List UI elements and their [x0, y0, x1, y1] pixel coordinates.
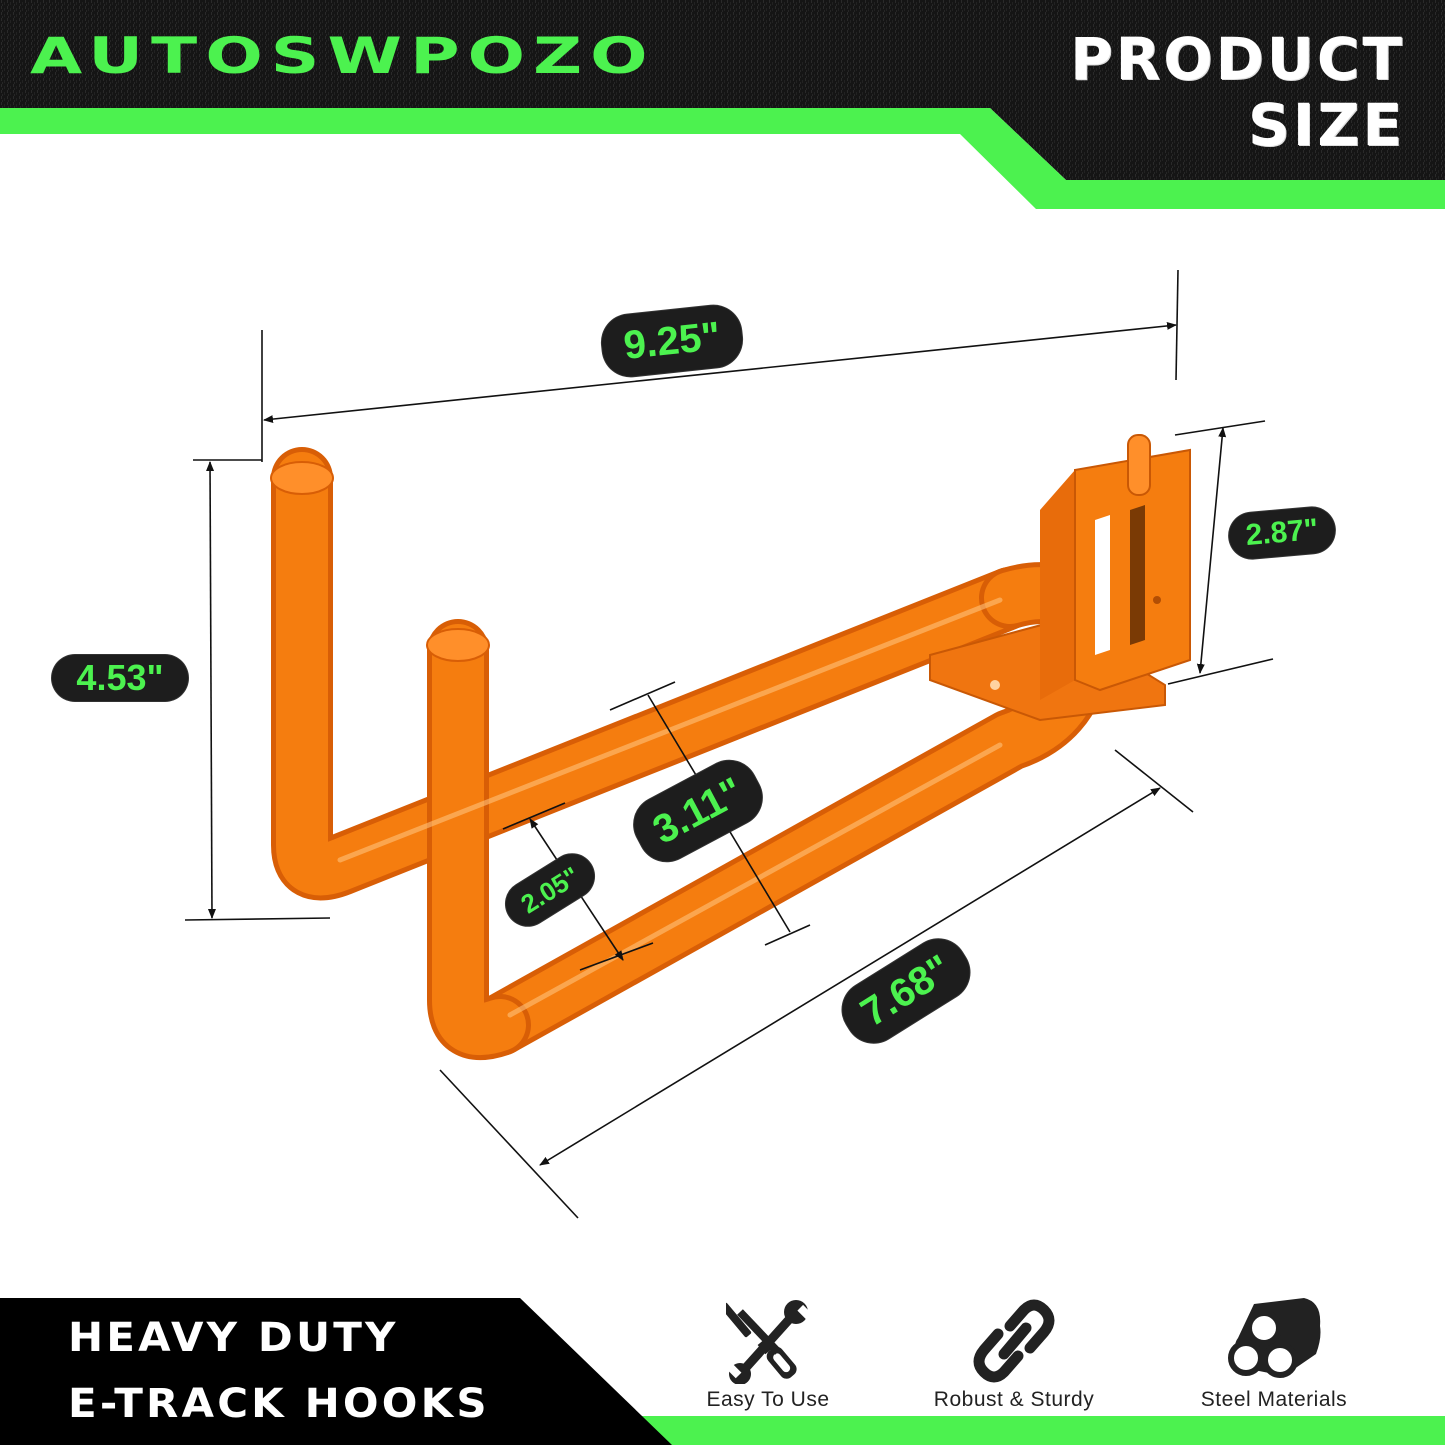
feature-easy-to-use: Easy To Use: [668, 1296, 868, 1412]
hook-body: [271, 447, 1113, 1060]
title-line-2: SIZE: [1247, 91, 1405, 159]
feature-label: Steel Materials: [1200, 1388, 1348, 1411]
brand-logo: AUTOSWPOZO: [30, 27, 656, 85]
footer-headline-panel: [0, 1298, 672, 1445]
footer-headline-line-2: E-TRACK HOOKS: [68, 1381, 490, 1427]
footer-headline-line-1: HEAVY DUTY: [68, 1315, 399, 1361]
product-illustration: [184, 269, 1274, 1219]
feature-label: Easy To Use: [706, 1388, 830, 1411]
feature-steel-materials: Steel Materials: [1174, 1296, 1374, 1412]
page-title: PRODUCT SIZE: [1070, 26, 1405, 158]
steel-pipes-icon: [1228, 1298, 1321, 1378]
tools-icon: [726, 1300, 810, 1384]
chain-link-icon: [973, 1299, 1055, 1383]
title-line-1: PRODUCT: [1070, 25, 1405, 93]
feature-label: Robust & Sturdy: [933, 1388, 1095, 1411]
header-background: [0, 0, 1445, 209]
dimension-label-hook-height: 4.53": [52, 655, 188, 701]
dimension-lines: [184, 269, 1274, 1219]
feature-robust-sturdy: Robust & Sturdy: [914, 1296, 1114, 1412]
e-track-fitting: [929, 434, 1191, 722]
